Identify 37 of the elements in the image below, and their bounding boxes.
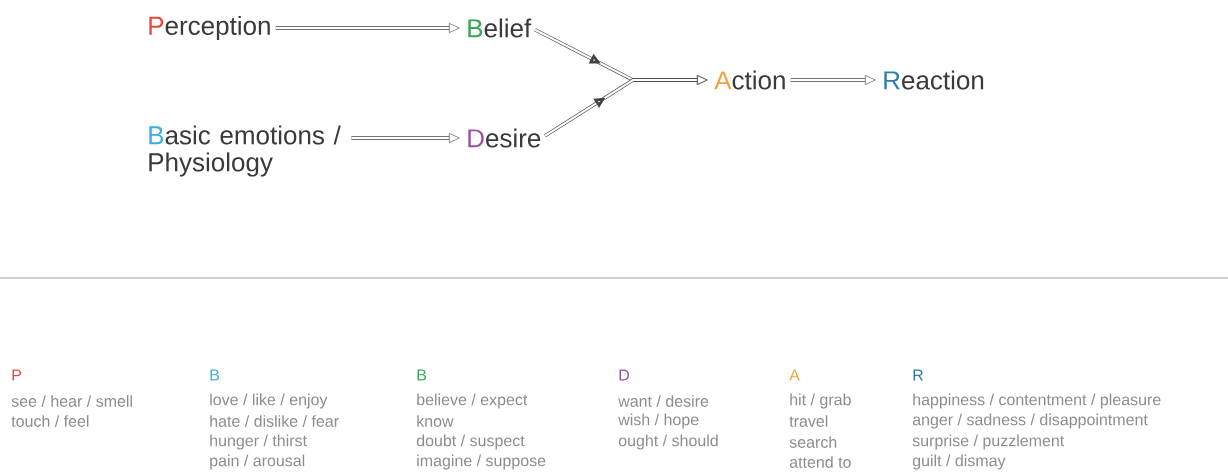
- word-list-line: hunger / thirst: [210, 434, 307, 450]
- word-list-line: pain / arousal: [210, 454, 305, 470]
- word-list-line: hate / dislike / fear: [210, 415, 339, 427]
- word-list-line: touch / feel: [11, 415, 89, 427]
- word-list-line: love / like / enjoy: [210, 393, 328, 409]
- column-letter: P: [12, 369, 22, 381]
- word-list-line: guilt / dismay: [912, 454, 1006, 470]
- word-list-line: wish / hope: [618, 413, 699, 429]
- word-list-line: search: [789, 436, 837, 448]
- word-list-line: attend to: [789, 456, 851, 468]
- word-list-line: happiness / contentment / pleasure: [913, 393, 1161, 409]
- concept-text: Belief: [468, 18, 532, 38]
- word-list-line: believe / expect: [417, 393, 528, 409]
- concept-text: Action: [714, 70, 785, 90]
- word-list-line: hit / grab: [790, 393, 851, 409]
- word-list-line: anger / sadness / disappointment: [912, 413, 1148, 429]
- column-letter: A: [789, 369, 800, 381]
- column-letter: B: [210, 369, 220, 381]
- word-list-line: see / hear / smell: [11, 395, 132, 407]
- column-letter: D: [619, 369, 629, 381]
- word-list-line: imagine / suppose: [417, 454, 546, 470]
- word-list-line: ought / should: [618, 434, 718, 450]
- word-list-line: travel: [789, 415, 828, 427]
- word-list-line: surprise / puzzlement: [912, 434, 1065, 450]
- concept-text: Perception: [149, 15, 270, 41]
- concept-text: Basic emotions / Physiology: [149, 125, 341, 177]
- column-letter: B: [417, 369, 427, 381]
- double-arrow: [790, 75, 876, 85]
- concept-text: Reaction: [884, 70, 984, 90]
- double-arrow: [544, 75, 708, 138]
- word-list-line: want / desire: [618, 395, 709, 407]
- column-letter: R: [913, 369, 923, 381]
- concept-text: Desire: [468, 128, 541, 148]
- word-list-line: know: [417, 415, 454, 427]
- double-arrow: [351, 133, 460, 143]
- double-arrow: [275, 23, 460, 33]
- word-list-line: doubt / suspect: [416, 434, 525, 450]
